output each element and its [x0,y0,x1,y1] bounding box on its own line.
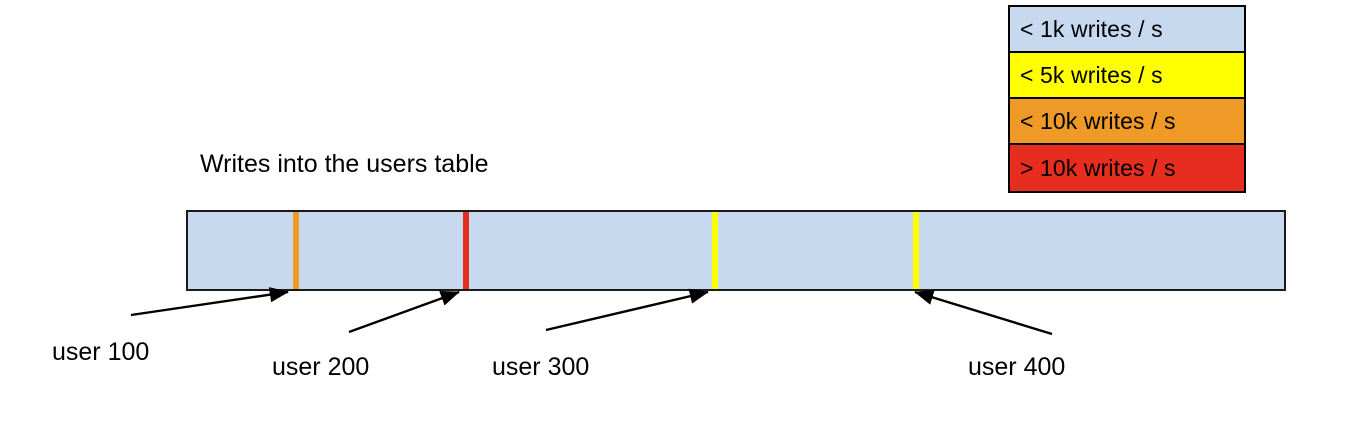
arrow-user-200 [348,290,460,334]
arrow-user-400 [914,290,1053,336]
callout-label-user-200: user 200 [272,353,370,381]
legend-row-gt-10k: > 10k writes / s [1010,145,1244,191]
write-rate-legend: < 1k writes / s < 5k writes / s < 10k wr… [1008,5,1246,193]
chart-title: Writes into the users table [200,150,489,178]
callout-label-user-400: user 400 [968,353,1066,381]
legend-row-lt-5k: < 5k writes / s [1010,53,1244,99]
callout-label-user-100: user 100 [52,338,150,366]
legend-row-lt-10k: < 10k writes / s [1010,99,1244,145]
legend-label-lt-10k: < 10k writes / s [1020,107,1176,134]
marker-user-200 [463,212,469,289]
legend-label-lt-5k: < 5k writes / s [1020,61,1163,88]
arrow-user-100 [130,287,289,317]
users-table-keyrange-bar [186,210,1286,291]
marker-user-300 [712,212,718,289]
callout-label-user-300: user 300 [492,353,590,381]
legend-label-gt-10k: > 10k writes / s [1020,154,1176,181]
legend-label-lt-1k: < 1k writes / s [1020,15,1163,42]
marker-user-400 [913,212,919,289]
arrow-user-300 [545,288,709,332]
marker-user-100 [293,212,299,289]
bar-base-fill [188,212,1284,289]
legend-row-lt-1k: < 1k writes / s [1010,7,1244,53]
